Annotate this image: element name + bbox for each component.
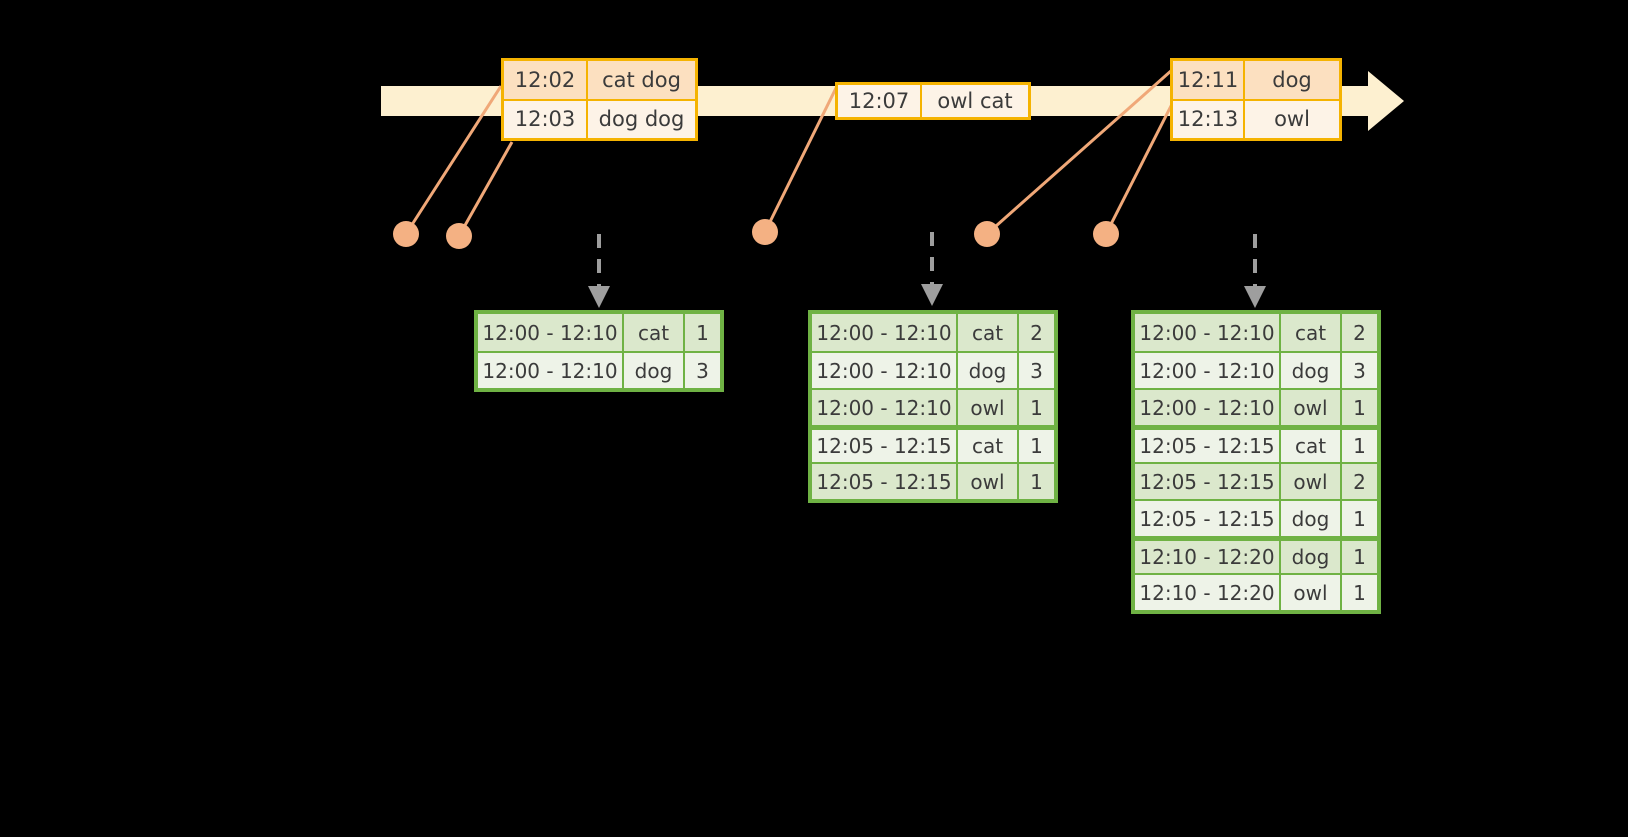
cell-window: 12:05 - 12:15 (1135, 464, 1281, 499)
cell-window: 12:10 - 12:20 (1135, 541, 1281, 573)
event-time: 12:02 (504, 61, 588, 99)
cell-window: 12:00 - 12:10 (478, 353, 624, 388)
timeline-arrowhead-icon (1368, 71, 1404, 131)
cell-count: 1 (696, 320, 709, 345)
cell-count: 1 (1030, 395, 1043, 420)
event-time: 12:13 (1173, 100, 1245, 138)
cell-count: 2 (1353, 469, 1366, 494)
cell-word: owl (958, 390, 1019, 425)
cell-word: dog (1281, 541, 1342, 573)
event-words: owl cat (937, 89, 1013, 113)
cell-window: 12:05 - 12:15 (812, 430, 958, 462)
event-row: 12:07 owl cat (838, 85, 1028, 117)
cell-word: owl (1281, 390, 1342, 425)
event-row: 12:02 cat dog (504, 61, 695, 99)
cell-word: dog (1281, 501, 1342, 536)
cell-word: owl (1281, 575, 1342, 610)
cell-window: 12:05 - 12:15 (1135, 430, 1281, 462)
event-row: 12:13 owl (1173, 98, 1339, 138)
cell-count: 1 (1353, 545, 1366, 569)
cell-count: 1 (1353, 434, 1366, 458)
event-words: dog (1272, 67, 1312, 92)
cell-word: cat (958, 430, 1019, 462)
cell-window: 12:00 - 12:10 (812, 314, 958, 351)
cell-window: 12:00 - 12:10 (1135, 314, 1281, 351)
cell-word: owl (958, 464, 1019, 499)
event-row: 12:11 dog (1173, 61, 1339, 99)
cell-window: 12:05 - 12:15 (812, 464, 958, 499)
cell-count: 3 (696, 358, 709, 383)
cell-count: 3 (1030, 358, 1043, 383)
event-box-group-3[interactable]: 12:11 dog 12:13 owl (1170, 58, 1342, 141)
cell-word: dog (958, 353, 1019, 388)
cell-count: 2 (1353, 320, 1366, 345)
event-box-group-2[interactable]: 12:07 owl cat (835, 82, 1031, 120)
cell-word: owl (1281, 464, 1342, 499)
cell-window: 12:00 - 12:10 (478, 314, 624, 351)
cell-count: 1 (1353, 395, 1366, 420)
cell-window: 12:00 - 12:10 (1135, 390, 1281, 425)
event-time: 12:03 (504, 100, 588, 138)
cell-word: dog (1281, 353, 1342, 388)
cell-window: 12:05 - 12:15 (1135, 501, 1281, 536)
event-box-group-1[interactable]: 12:02 cat dog 12:03 dog dog (501, 58, 698, 141)
event-time: 12:07 (838, 85, 922, 117)
event-words: owl (1274, 107, 1310, 132)
cell-count: 1 (1030, 469, 1043, 494)
cell-word: cat (958, 314, 1019, 351)
cell-word: dog (624, 353, 685, 388)
event-words: dog dog (598, 107, 685, 132)
event-words: cat dog (602, 67, 681, 92)
event-row: 12:03 dog dog (504, 98, 695, 138)
cell-window: 12:00 - 12:10 (812, 390, 958, 425)
event-time: 12:11 (1173, 61, 1245, 99)
cell-window: 12:00 - 12:10 (812, 353, 958, 388)
cell-word: cat (624, 314, 685, 351)
cell-count: 1 (1353, 580, 1366, 605)
cell-word: cat (1281, 430, 1342, 462)
cell-window: 12:10 - 12:20 (1135, 575, 1281, 610)
cell-word: cat (1281, 314, 1342, 351)
cell-count: 2 (1030, 320, 1043, 345)
cell-count: 3 (1353, 358, 1366, 383)
cell-window: 12:00 - 12:10 (1135, 353, 1281, 388)
cell-count: 1 (1353, 506, 1366, 531)
cell-count: 1 (1030, 434, 1043, 458)
